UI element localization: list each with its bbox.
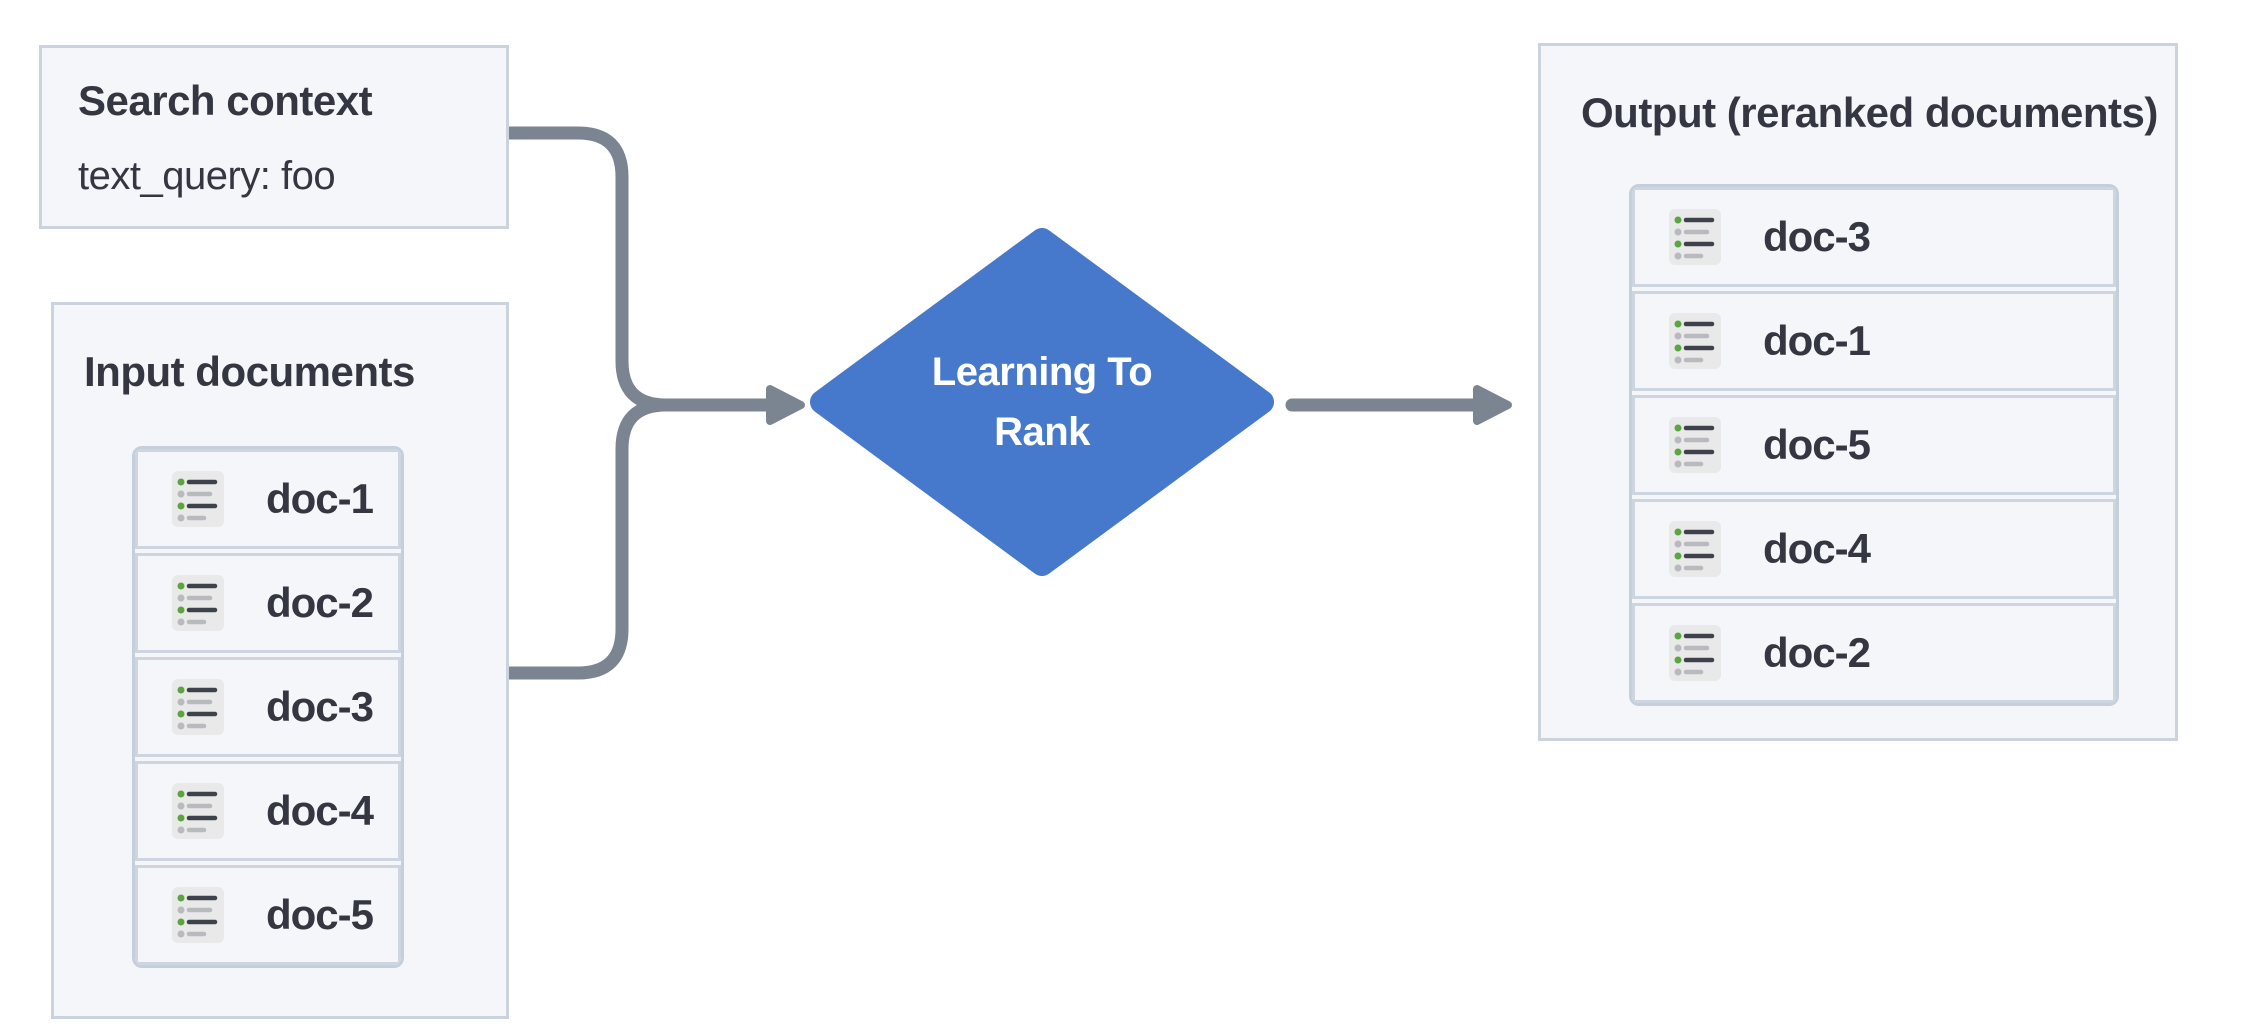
document-label: doc-1 xyxy=(1763,317,1871,364)
document-row: doc-5 xyxy=(1632,395,2116,495)
search-context-node: Search context text_query: foo xyxy=(39,45,509,229)
document-label: doc-3 xyxy=(1763,213,1871,260)
search-context-query: text_query: foo xyxy=(78,154,336,199)
input-documents-node: Input documents doc-1 xyxy=(51,302,509,1019)
document-list-icon xyxy=(1669,209,1721,265)
document-list-icon xyxy=(1669,313,1721,369)
output-documents-list: doc-3 doc-1 xyxy=(1629,184,2119,706)
document-row: doc-2 xyxy=(1632,603,2116,703)
document-label: doc-2 xyxy=(266,579,374,626)
arrowhead-into-rank xyxy=(766,385,805,425)
output-documents-node: Output (reranked documents) xyxy=(1538,43,2178,741)
document-list-icon xyxy=(172,575,224,631)
document-label: doc-1 xyxy=(266,475,374,522)
document-label: doc-4 xyxy=(1763,525,1871,572)
document-row: doc-4 xyxy=(135,761,401,861)
document-row: doc-2 xyxy=(135,553,401,653)
search-context-title: Search context xyxy=(78,77,373,124)
document-label: doc-3 xyxy=(266,683,374,730)
output-documents-title: Output (reranked documents) xyxy=(1581,89,2158,136)
connector-search-to-rank xyxy=(499,126,779,412)
document-row: doc-1 xyxy=(1632,291,2116,391)
document-list-icon xyxy=(172,887,224,943)
document-list-icon xyxy=(172,471,224,527)
document-list-icon xyxy=(1669,417,1721,473)
input-documents-title: Input documents xyxy=(84,348,415,395)
document-list-icon xyxy=(172,679,224,735)
document-list-icon xyxy=(172,783,224,839)
document-row: doc-1 xyxy=(135,449,401,549)
learning-to-rank-label: Learning To Rank xyxy=(931,350,1153,454)
document-label: doc-5 xyxy=(266,891,374,938)
document-row: doc-5 xyxy=(135,865,401,965)
document-label: doc-4 xyxy=(266,787,374,834)
document-row: doc-3 xyxy=(135,657,401,757)
document-label: doc-2 xyxy=(1763,629,1871,676)
input-documents-list: doc-1 doc-2 xyxy=(132,446,404,968)
document-row: doc-3 xyxy=(1632,187,2116,287)
document-list-icon xyxy=(1669,521,1721,577)
arrowhead-into-output xyxy=(1473,385,1512,425)
document-list-icon xyxy=(1669,625,1721,681)
document-label: doc-5 xyxy=(1763,421,1871,468)
document-row: doc-4 xyxy=(1632,499,2116,599)
connector-docs-to-rank xyxy=(499,398,673,680)
